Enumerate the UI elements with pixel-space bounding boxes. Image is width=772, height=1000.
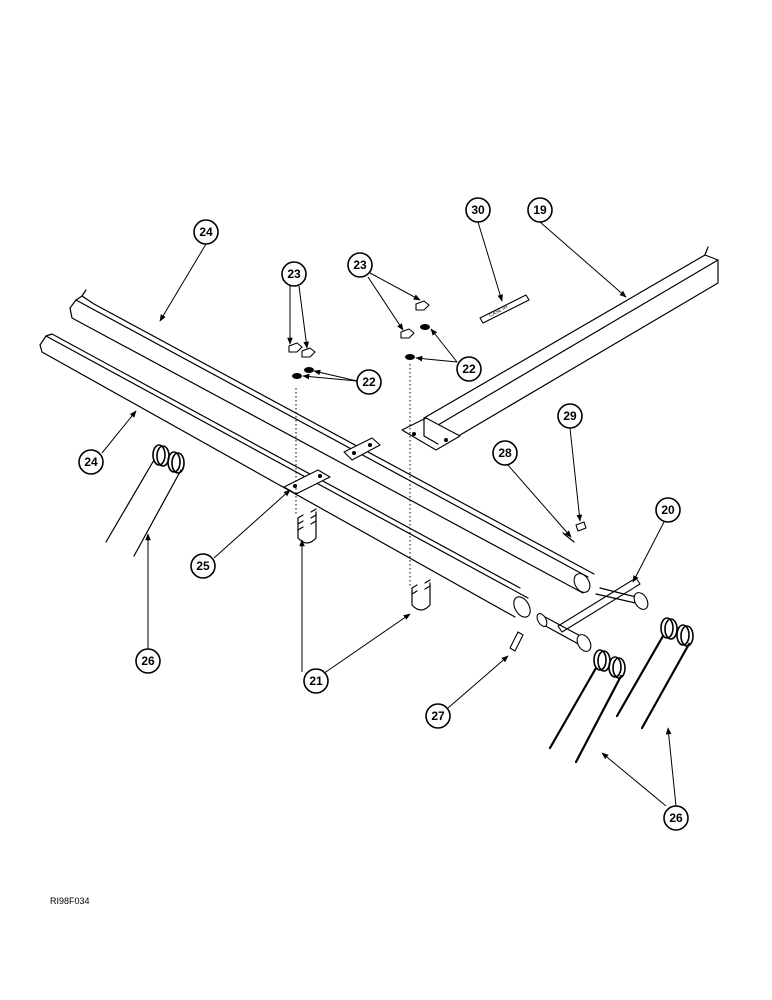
- svg-text:26: 26: [669, 811, 683, 825]
- callout-19: 19: [527, 197, 553, 223]
- callout-23-left: 23: [281, 261, 307, 287]
- pin-27: [509, 631, 524, 652]
- svg-text:26: 26: [141, 654, 155, 668]
- svg-text:30: 30: [471, 203, 485, 217]
- square-tube: [401, 246, 719, 451]
- svg-text:23: 23: [287, 267, 301, 281]
- svg-text:27: 27: [431, 709, 445, 723]
- svg-text:25: 25: [196, 559, 210, 573]
- mounting-plate-left: [283, 469, 331, 495]
- svg-text:22: 22: [362, 375, 376, 389]
- nuts-and-washers-left: [288, 342, 316, 379]
- leader-lines: [101, 221, 677, 807]
- callout-24-lower: 24: [78, 449, 104, 475]
- upper-tube-end: [573, 573, 591, 593]
- callout-30: 30: [465, 197, 491, 223]
- tine-spring-right: [615, 617, 694, 730]
- callout-22-right: 22: [456, 356, 482, 382]
- svg-text:28: 28: [498, 446, 512, 460]
- svg-text:24: 24: [84, 455, 98, 469]
- svg-text:22: 22: [462, 362, 476, 376]
- angle-bar-upper: [69, 289, 595, 594]
- callout-26-right: 26: [663, 805, 689, 831]
- clip-29: [575, 521, 587, 532]
- svg-text:21: 21: [309, 674, 323, 688]
- callout-23-right: 23: [347, 252, 373, 278]
- svg-text:29: 29: [563, 409, 577, 423]
- tine-spring-left: [105, 444, 185, 557]
- callout-20: 20: [655, 497, 681, 523]
- svg-text:19: 19: [533, 203, 547, 217]
- angle-bar-lower: [39, 333, 531, 618]
- callout-27: 27: [425, 703, 451, 729]
- tine-spring-center: [548, 649, 626, 764]
- decal: CASE IH: [479, 294, 530, 324]
- callout-21: 21: [303, 668, 329, 694]
- mounting-plate-right: [343, 437, 381, 461]
- nuts-and-washers-right: [400, 300, 430, 360]
- figure-code: RI98F034: [50, 896, 90, 906]
- callout-25: 25: [190, 553, 216, 579]
- svg-text:24: 24: [199, 225, 213, 239]
- svg-text:23: 23: [353, 258, 367, 272]
- tube-bracket: [536, 577, 649, 652]
- svg-text:20: 20: [661, 503, 675, 517]
- u-bolt-left: [297, 508, 317, 544]
- callout-22-left: 22: [356, 369, 382, 395]
- callout-28: 28: [492, 440, 518, 466]
- callout-26-left: 26: [135, 648, 161, 674]
- u-bolt-right: [411, 579, 431, 611]
- callout-29: 29: [557, 403, 583, 429]
- callout-24-upper: 24: [193, 219, 219, 245]
